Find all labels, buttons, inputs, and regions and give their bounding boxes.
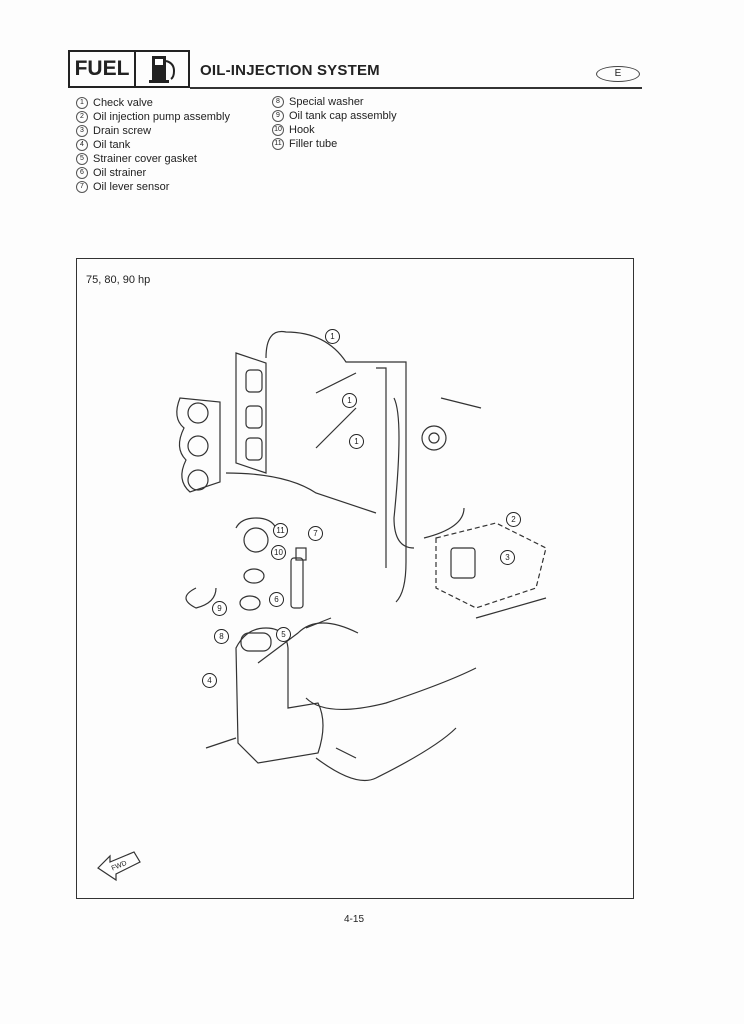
exploded-diagram: FWD: [97, 330, 547, 882]
section-badge: FUEL: [68, 50, 190, 88]
callout-3: 3: [500, 550, 515, 565]
callout-1: 1: [342, 393, 357, 408]
callout-9: 9: [212, 601, 227, 616]
carburetor-assembly: [176, 352, 267, 493]
callout-5: 5: [276, 627, 291, 642]
callout-2: 2: [506, 512, 521, 527]
page-title: OIL-INJECTION SYSTEM: [200, 62, 380, 79]
callout-1: 1: [349, 434, 364, 449]
title-rule: [190, 87, 642, 89]
language-badge: E: [596, 66, 640, 82]
fuel-pump-icon: [136, 52, 188, 86]
model-label: 75, 80, 90 hp: [86, 274, 151, 286]
callout-7: 7: [308, 526, 323, 541]
oil-pump: [421, 397, 547, 609]
callout-1: 1: [325, 329, 340, 344]
callout-8: 8: [214, 629, 229, 644]
callout-6: 6: [269, 592, 284, 607]
callout-4: 4: [202, 673, 217, 688]
oil-hoses: [225, 330, 547, 782]
callout-10: 10: [271, 545, 286, 560]
callout-11: 11: [273, 523, 288, 538]
fwd-arrow-icon: FWD: [97, 851, 141, 882]
page-number: 4-15: [344, 914, 365, 925]
diagram-frame: [76, 258, 634, 899]
section-label: FUEL: [70, 52, 136, 86]
